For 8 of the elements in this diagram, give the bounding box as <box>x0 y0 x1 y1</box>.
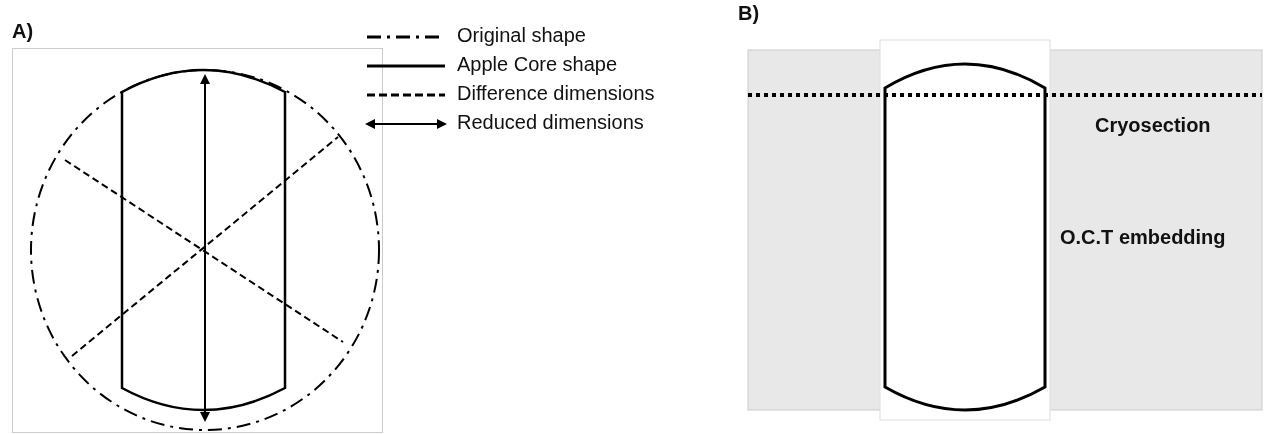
legend-label: Apple Core shape <box>457 53 618 76</box>
legend-label: Original shape <box>457 24 586 47</box>
legend-label: Reduced dimensions <box>457 111 644 134</box>
section-label: Cryosection <box>1095 114 1211 137</box>
panel-label: B) <box>738 2 760 25</box>
panel-label: A) <box>12 20 34 43</box>
section-label: O.C.T embedding <box>1060 226 1226 249</box>
legend-label: Difference dimensions <box>457 82 655 105</box>
